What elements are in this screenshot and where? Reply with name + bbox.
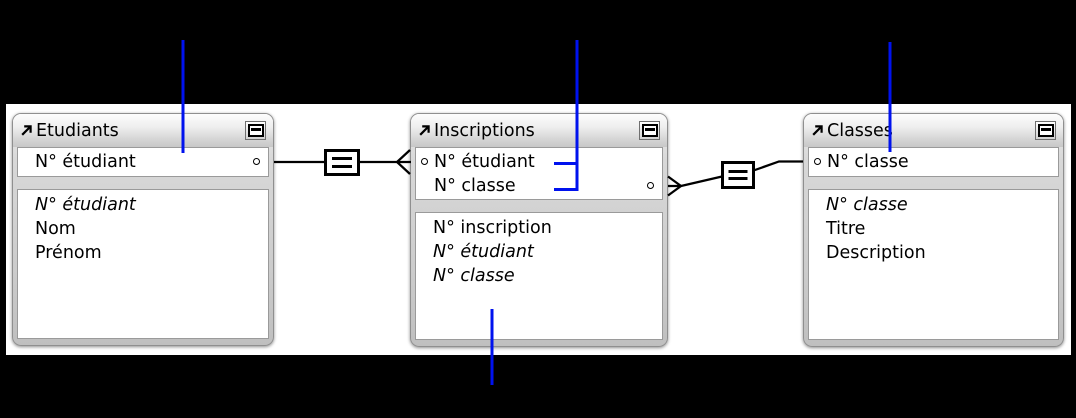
table-inscriptions: Inscriptions N° étudiant N° classe N° in…: [410, 113, 668, 347]
collapse-icon: [247, 124, 264, 137]
connection-anchor-icon: [647, 182, 654, 189]
field-row[interactable]: N° étudiant: [416, 240, 662, 264]
table-title: Inscriptions: [434, 120, 535, 141]
match-field-label: N° étudiant: [434, 152, 535, 172]
field-label: Titre: [826, 219, 866, 239]
collapse-fields-button[interactable]: [245, 121, 266, 140]
fields-box: N° étudiant Nom Prénom: [17, 189, 269, 339]
collapse-fields-button[interactable]: [639, 121, 660, 140]
field-row[interactable]: Prénom: [18, 241, 268, 265]
fields-box: N° inscription N° étudiant N° classe: [415, 212, 663, 340]
match-field-row[interactable]: N° classe: [416, 174, 662, 198]
field-label: Prénom: [35, 243, 102, 263]
field-label: N° inscription: [433, 218, 552, 238]
match-fields-box: N° classe: [808, 147, 1059, 177]
field-row[interactable]: Titre: [809, 217, 1058, 241]
field-label: N° classe: [433, 266, 515, 286]
table-title: Etudiants: [36, 120, 119, 141]
table-etudiants-header[interactable]: Etudiants: [13, 114, 273, 147]
field-row[interactable]: N° inscription: [416, 216, 662, 240]
collapse-icon: [641, 124, 658, 137]
table-classes: Classes N° classe N° classe Titre Descri…: [803, 113, 1064, 347]
box-divider: [13, 177, 273, 189]
match-field-label: N° étudiant: [35, 152, 136, 172]
connection-anchor-icon: [253, 158, 260, 165]
match-field-row[interactable]: N° classe: [809, 150, 1058, 174]
match-field-label: N° classe: [827, 152, 909, 172]
match-field-label: N° classe: [434, 176, 516, 196]
collapse-icon: [1037, 124, 1054, 137]
match-field-row[interactable]: N° étudiant: [18, 150, 268, 174]
field-label: N° étudiant: [35, 195, 136, 215]
arrow-ne-icon: [21, 125, 32, 136]
field-label: Nom: [35, 219, 76, 239]
connection-anchor-icon: [814, 158, 821, 165]
field-row[interactable]: N° classe: [416, 264, 662, 288]
fields-box: N° classe Titre Description: [808, 189, 1059, 340]
table-inscriptions-header[interactable]: Inscriptions: [411, 114, 667, 147]
table-title: Classes: [827, 120, 893, 141]
field-label: Description: [826, 243, 926, 263]
arrow-ne-icon: [419, 125, 430, 136]
table-classes-header[interactable]: Classes: [804, 114, 1063, 147]
match-field-row[interactable]: N° étudiant: [416, 150, 662, 174]
match-fields-box: N° étudiant: [17, 147, 269, 177]
collapse-fields-button[interactable]: [1035, 121, 1056, 140]
table-etudiants: Etudiants N° étudiant N° étudiant Nom Pr…: [12, 113, 274, 346]
field-row[interactable]: Description: [809, 241, 1058, 265]
field-row[interactable]: N° étudiant: [18, 193, 268, 217]
arrow-ne-icon: [812, 125, 823, 136]
connection-anchor-icon: [421, 158, 428, 165]
field-label: N° classe: [826, 195, 908, 215]
field-row[interactable]: Nom: [18, 217, 268, 241]
box-divider: [804, 177, 1063, 189]
match-fields-box: N° étudiant N° classe: [415, 147, 663, 200]
box-divider: [411, 200, 667, 212]
field-label: N° étudiant: [433, 242, 534, 262]
field-row[interactable]: N° classe: [809, 193, 1058, 217]
